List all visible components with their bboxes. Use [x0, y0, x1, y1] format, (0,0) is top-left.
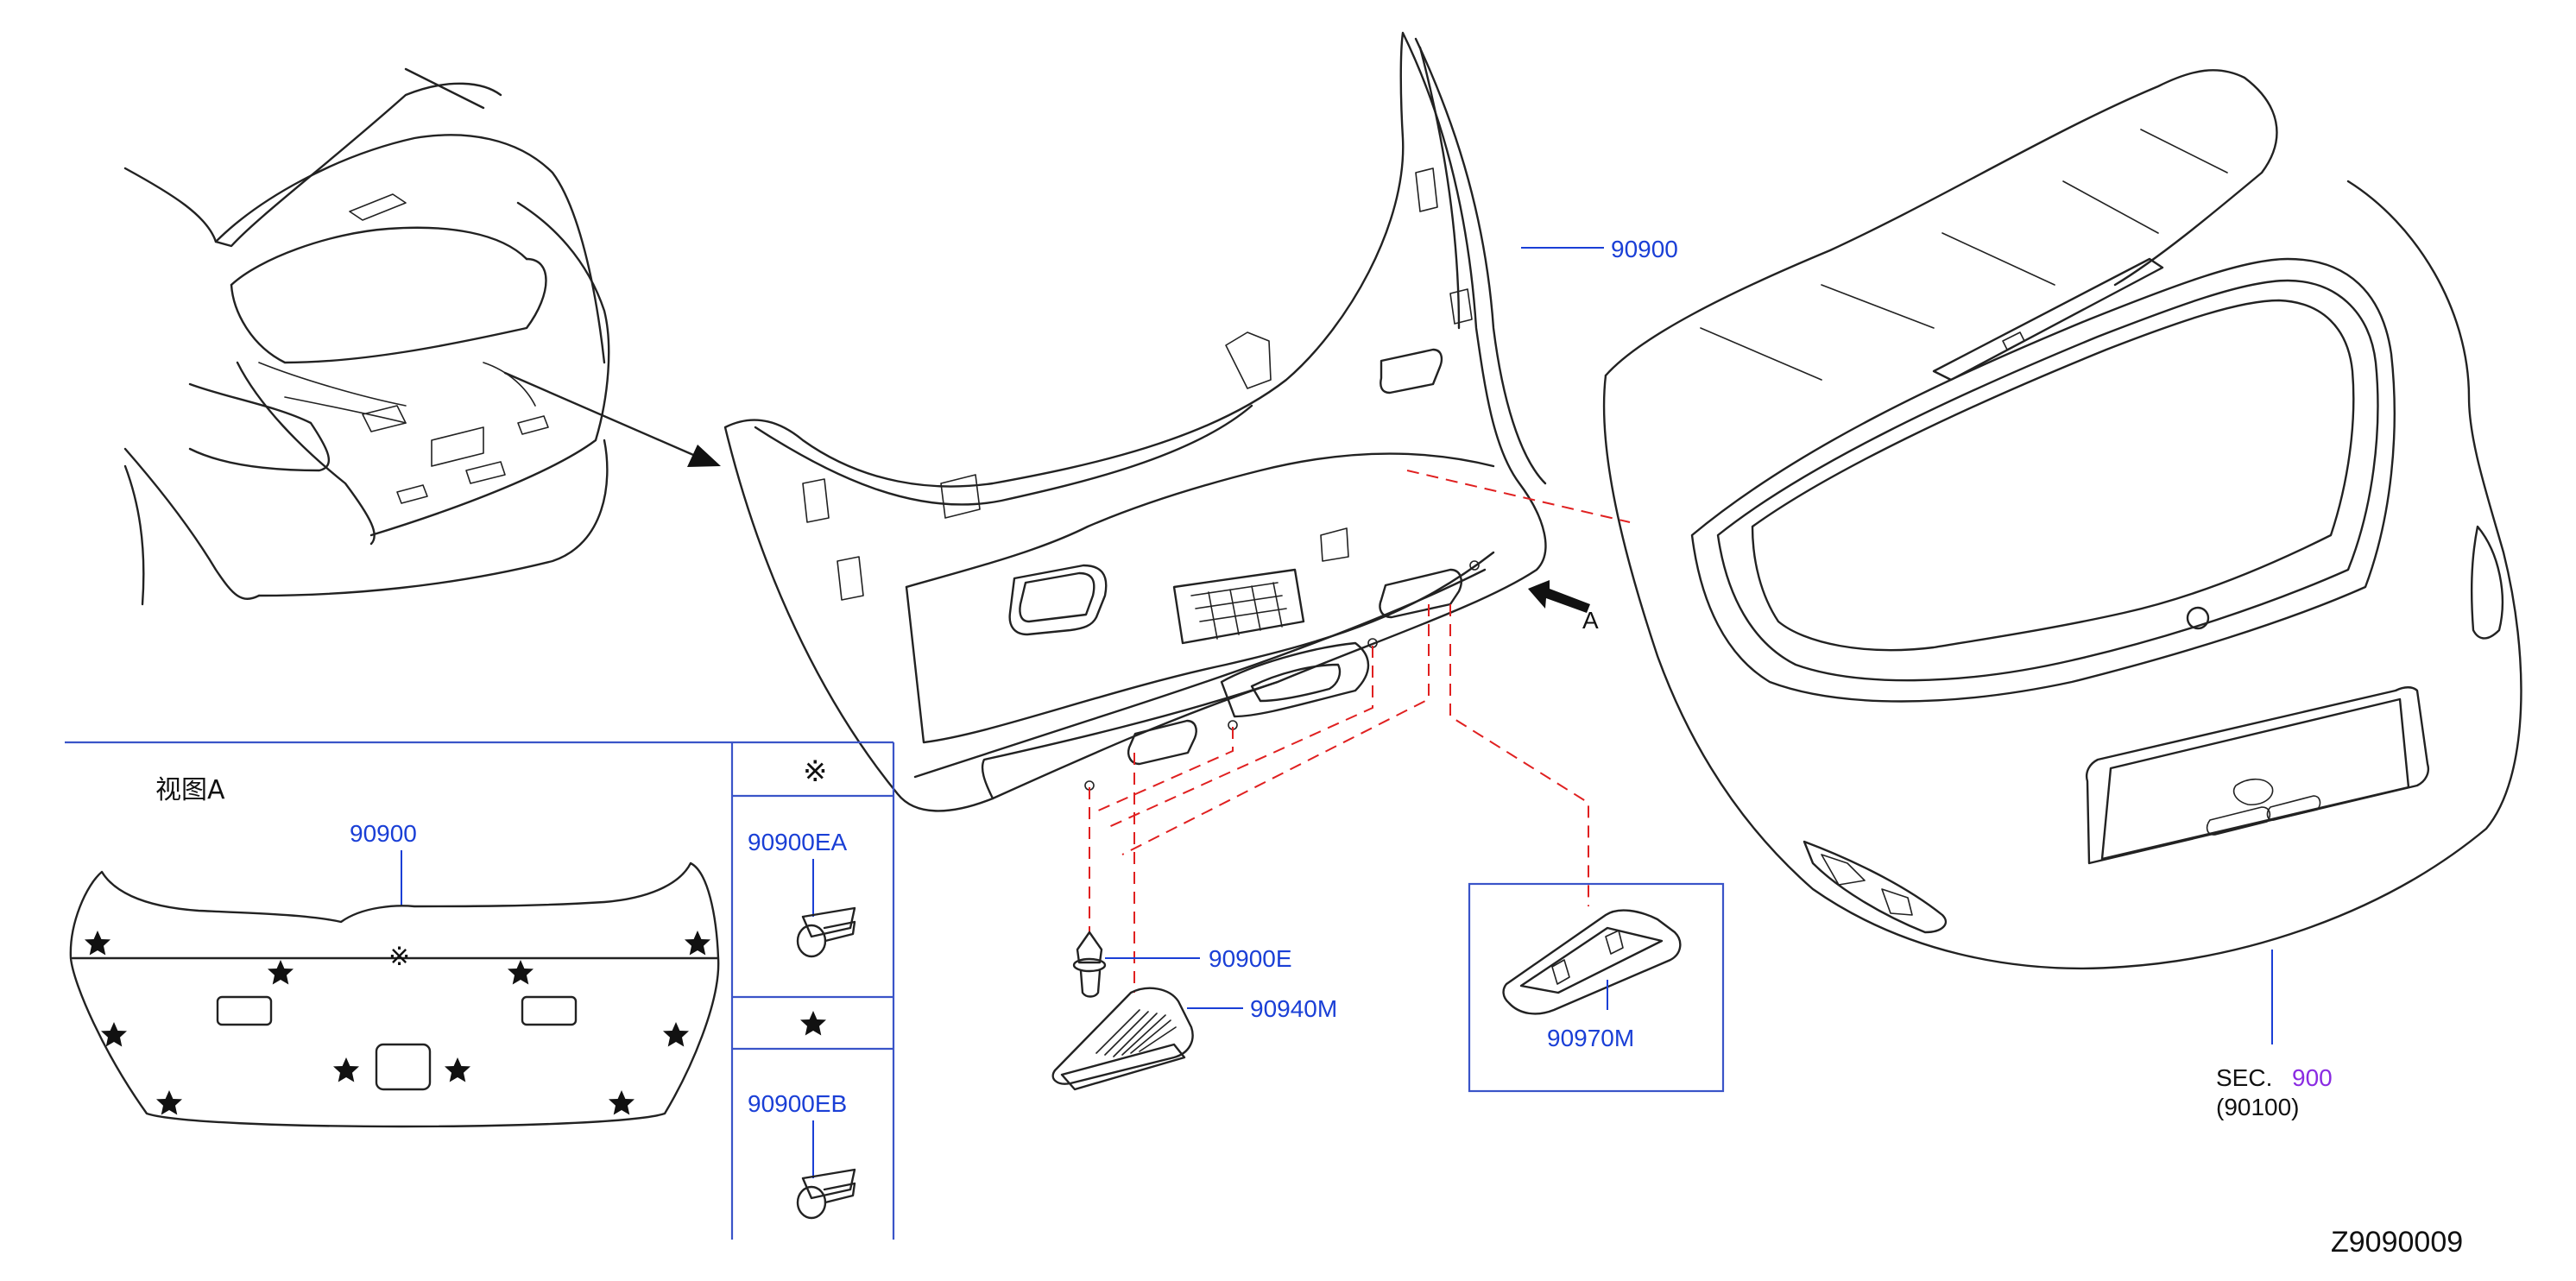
diagram-reference-code: Z9090009	[2331, 1226, 2463, 1259]
legend-star-icon	[800, 1011, 826, 1036]
view-a-part-number: 90900	[350, 820, 417, 847]
star-icon	[101, 1022, 127, 1047]
clip-ea-icon	[796, 906, 856, 958]
star-icon	[663, 1022, 689, 1047]
part-number-90900: 90900	[1611, 236, 1678, 262]
center-bracket	[1172, 568, 1370, 718]
part-number-90940m: 90940M	[1250, 995, 1337, 1022]
clip-eb-icon	[796, 1168, 856, 1220]
star-icon	[333, 1057, 359, 1082]
handle-90970m-box: 90970M	[1468, 882, 1725, 1093]
star-icon	[685, 931, 710, 956]
view-a-arrow-icon	[1528, 580, 1590, 613]
part-number-90900eb: 90900EB	[748, 1090, 847, 1117]
star-icon	[445, 1057, 470, 1082]
tailgate-reference: SEC. 900 (90100)	[1602, 69, 2522, 1120]
lamp-90940m: 90940M	[1051, 987, 1337, 1091]
handle-recess	[1008, 564, 1108, 636]
trim-panel-exploded: 90900 A	[723, 31, 1678, 812]
clip-90900e: 90900E	[1072, 931, 1292, 998]
sec-sub-label: (90100)	[2216, 1094, 2300, 1120]
star-icon	[85, 931, 110, 956]
view-a-title: 视图A	[155, 775, 225, 805]
star-icon	[268, 960, 294, 985]
vehicle-overview	[123, 67, 721, 606]
star-icon	[508, 960, 534, 985]
handle-recess-right	[1380, 348, 1443, 394]
sec-prefix: SEC.	[2216, 1064, 2272, 1091]
clip-star-markers	[85, 931, 710, 1115]
view-center-symbol: ※	[388, 943, 410, 971]
legend-symbol-ea: ※	[803, 755, 828, 788]
view-a-arrow-label: A	[1582, 607, 1599, 634]
star-icon	[609, 1090, 635, 1115]
part-number-90970m: 90970M	[1547, 1025, 1634, 1051]
sec-number-link[interactable]: 900	[2292, 1064, 2333, 1091]
sec-label: SEC.	[2216, 1064, 2272, 1091]
view-a-panel: 视图A 90900 ※ ※ 90900EA	[65, 741, 895, 1240]
part-number-90900ea: 90900EA	[748, 829, 848, 855]
star-icon	[156, 1090, 182, 1115]
assembly-guides	[1089, 470, 1631, 993]
part-number-90900e: 90900E	[1209, 945, 1292, 972]
